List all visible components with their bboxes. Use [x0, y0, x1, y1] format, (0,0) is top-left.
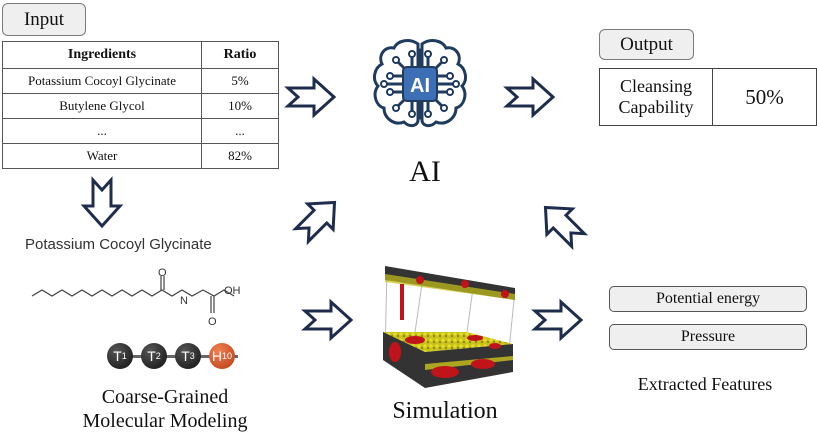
ingredient-cell: ... — [2, 118, 202, 144]
molecule-name: Potassium Cocoyl Glycinate — [25, 236, 212, 253]
ai-label: AI — [409, 155, 441, 188]
arrow-input-to-ai — [286, 77, 336, 117]
ratio-cell: 10% — [201, 93, 279, 119]
output-table: Cleansing Capability 50% — [599, 68, 817, 126]
cg-label: Coarse-Grained Molecular Modeling — [50, 385, 280, 433]
output-value: 50% — [745, 84, 784, 109]
ingredient-cell: Water — [2, 143, 202, 169]
bead-letter: T — [181, 348, 190, 364]
output-label: Output — [599, 29, 694, 60]
table-row: Water 82% — [2, 143, 279, 169]
table-row: ... ... — [2, 118, 279, 144]
output-key-line1: Cleansing — [620, 76, 692, 96]
arrow-ai-to-output — [505, 77, 555, 117]
arrow-features-to-ai — [531, 193, 593, 255]
arrow-cg-to-simulation — [303, 300, 353, 340]
ingredient-cell: Butylene Glycol — [2, 93, 202, 119]
bead-letter: T — [113, 348, 122, 364]
output-label-text: Output — [620, 33, 673, 55]
cg-label-line1: Coarse-Grained — [101, 386, 229, 408]
ai-brain-icon: AI — [373, 39, 467, 128]
simulation-label: Simulation — [392, 398, 498, 424]
header-ingredients: Ingredients — [2, 41, 202, 69]
bead-letter: T — [147, 348, 156, 364]
features-label: Extracted Features — [637, 374, 773, 394]
output-key-line2: Capability — [618, 97, 694, 117]
cg-label-line2: Molecular Modeling — [82, 410, 248, 432]
table-row: Potassium Cocoyl Glycinate 5% — [2, 68, 279, 94]
table-header-row: Ingredients Ratio — [2, 41, 279, 69]
ingredient-cell: Potassium Cocoyl Glycinate — [2, 68, 202, 94]
input-label-text: Input — [23, 8, 65, 30]
arrow-table-to-molecule — [82, 178, 122, 228]
table-row: Butylene Glycol 10% — [2, 93, 279, 119]
bead-sub: 3 — [189, 351, 195, 361]
atom-n: N — [180, 295, 188, 307]
atom-oh: OH — [224, 285, 241, 297]
bead-letter: H — [211, 348, 223, 364]
ratio-cell: 5% — [201, 68, 279, 94]
arrow-simulation-to-features — [533, 300, 583, 340]
atom-o-top: O — [158, 268, 167, 279]
feature-potential-energy: Potential energy — [609, 286, 807, 312]
ratio-cell: 82% — [201, 143, 279, 169]
bead-sub: 1 — [121, 351, 127, 361]
ai-chip-text: AI — [410, 75, 430, 97]
output-key: Cleansing Capability — [600, 69, 713, 125]
atom-o-bottom: O — [208, 316, 217, 328]
molecule-structure-icon: O N OH O — [31, 268, 241, 328]
simulation-image — [383, 266, 516, 388]
bead-sub: 2 — [155, 351, 161, 361]
feature-pressure: Pressure — [609, 324, 807, 350]
input-label: Input — [2, 3, 86, 36]
ingredients-table: Ingredients Ratio Potassium Cocoyl Glyci… — [2, 41, 279, 169]
bead-sub: 10 — [222, 351, 233, 361]
arrow-cg-to-ai — [287, 188, 349, 250]
carbon-chain — [31, 289, 235, 297]
